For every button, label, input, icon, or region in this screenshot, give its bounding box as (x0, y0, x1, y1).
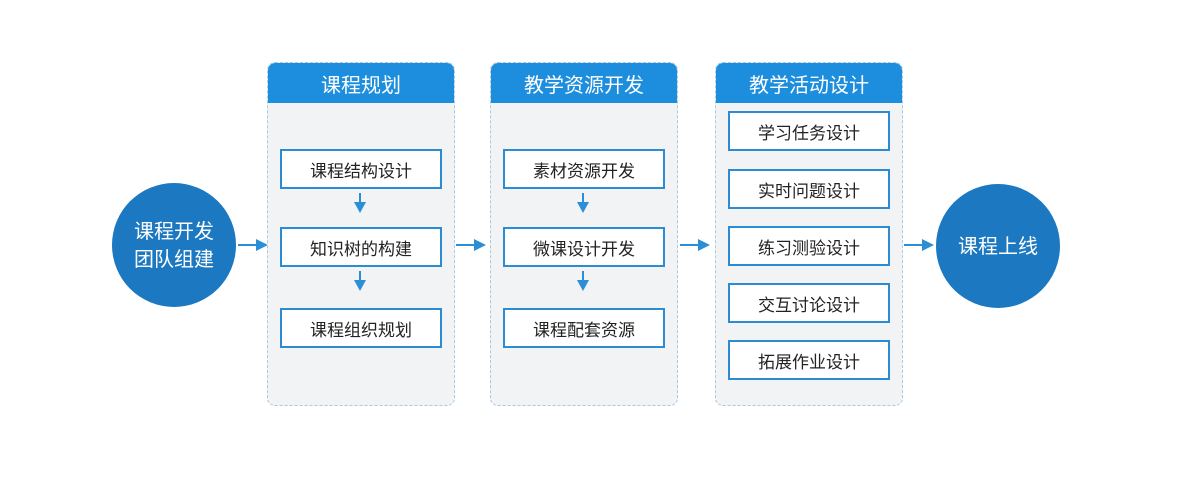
step-learning-task-design: 学习任务设计 (728, 111, 890, 151)
column-title-teaching-activity-design: 教学活动设计 (716, 63, 902, 103)
step-extended-homework-design: 拓展作业设计 (728, 340, 890, 380)
column-title-course-planning: 课程规划 (268, 63, 454, 103)
end-node-course-launch: 课程上线 (936, 184, 1060, 308)
end-node-label: 课程上线 (958, 234, 1038, 258)
step-interactive-discussion-design: 交互讨论设计 (728, 283, 890, 323)
step-course-structure-design: 课程结构设计 (280, 149, 442, 189)
step-realtime-question-design: 实时问题设计 (728, 169, 890, 209)
down-arrow-icon (574, 193, 592, 213)
down-arrow-icon (574, 271, 592, 291)
column-teaching-resource-development: 教学资源开发 素材资源开发 微课设计开发 课程配套资源 (490, 62, 678, 406)
down-arrow-icon (351, 271, 369, 291)
flow-arrow-start-to-planning (238, 238, 268, 252)
step-microlecture-design-development: 微课设计开发 (503, 227, 665, 267)
down-arrow-icon (351, 193, 369, 213)
step-course-supporting-resources: 课程配套资源 (503, 308, 665, 348)
step-course-organization-planning: 课程组织规划 (280, 308, 442, 348)
column-course-planning: 课程规划 课程结构设计 知识树的构建 课程组织规划 (267, 62, 455, 406)
start-node-team-formation: 课程开发 团队组建 (112, 183, 236, 307)
column-teaching-activity-design: 教学活动设计 学习任务设计 实时问题设计 练习测验设计 交互讨论设计 拓展作业设… (715, 62, 903, 406)
step-material-resource-development: 素材资源开发 (503, 149, 665, 189)
column-title-teaching-resource-development: 教学资源开发 (491, 63, 677, 103)
start-node-label: 课程开发 团队组建 (134, 219, 214, 271)
flow-arrow-planning-to-resources (456, 238, 486, 252)
flow-arrow-resources-to-activities (680, 238, 710, 252)
step-knowledge-tree-building: 知识树的构建 (280, 227, 442, 267)
flow-arrow-activities-to-launch (904, 238, 934, 252)
step-practice-quiz-design: 练习测验设计 (728, 226, 890, 266)
